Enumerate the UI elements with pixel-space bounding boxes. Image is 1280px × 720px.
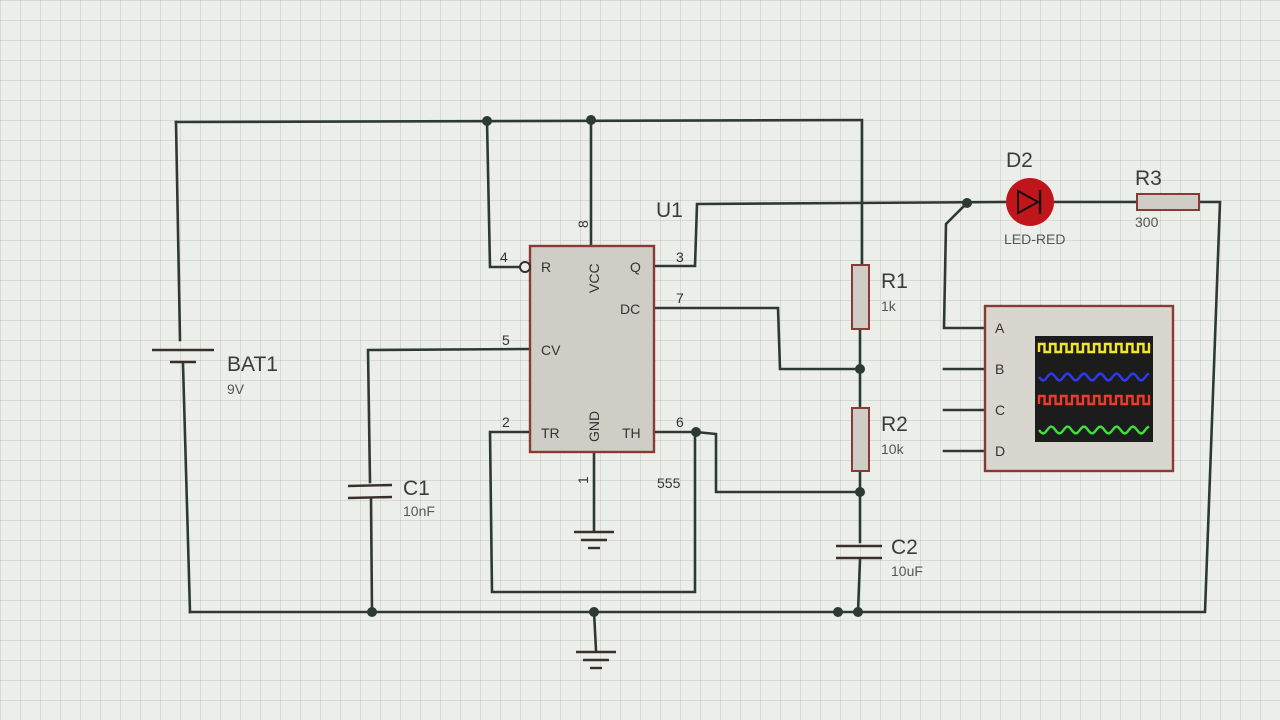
wires	[174, 118, 1222, 652]
chip-body[interactable]	[528, 244, 656, 454]
ground-symbol-bottom-icon	[576, 650, 616, 670]
wire-scope-a[interactable]	[942, 201, 987, 330]
r2-ref-label: R2	[881, 413, 908, 436]
scope-channel-b: B	[995, 361, 1004, 377]
pin-number-2: 2	[502, 414, 510, 430]
pin-label-cv: CV	[541, 342, 561, 358]
r3-ref-label: R3	[1135, 167, 1162, 190]
wire-ground-bottom[interactable]	[592, 610, 598, 652]
pin-number-7: 7	[676, 290, 684, 306]
c1-value-label: 10nF	[403, 503, 435, 519]
wire-left-bottom[interactable]	[181, 362, 192, 614]
chip-part-label: 555	[657, 475, 681, 491]
junction	[855, 487, 865, 497]
capacitor-c1[interactable]: C1 10nF	[347, 477, 435, 519]
junction	[962, 198, 972, 208]
c2-ref-label: C2	[891, 536, 918, 559]
scope-trace-a	[1037, 342, 1151, 354]
oscilloscope[interactable]: A B C D	[983, 304, 1175, 473]
r1-ref-label: R1	[881, 270, 908, 293]
pin-label-gnd: GND	[586, 411, 602, 442]
pin-label-th: TH	[622, 425, 641, 441]
junction	[589, 607, 599, 617]
d2-value-label: LED-RED	[1004, 231, 1065, 247]
wire-threshold[interactable]	[652, 430, 862, 494]
pin-number-6: 6	[676, 414, 684, 430]
r3-value-label: 300	[1135, 214, 1159, 230]
junction	[482, 116, 492, 126]
pin-number-3: 3	[676, 249, 684, 265]
wire-bottom-rail[interactable]	[188, 200, 1222, 614]
wire-output[interactable]	[652, 200, 1007, 268]
wire-c1-gnd[interactable]	[369, 496, 374, 614]
c2-value-label: 10uF	[891, 563, 923, 579]
led-glow[interactable]	[1006, 178, 1054, 226]
scope-channel-d: D	[995, 443, 1005, 459]
pin-number-8: 8	[575, 220, 591, 228]
r2-body[interactable]	[851, 407, 870, 472]
scope-channel-c: C	[995, 402, 1005, 418]
r1-body[interactable]	[851, 264, 870, 330]
capacitor-c2[interactable]: C2 10uF	[836, 536, 923, 579]
pin-label-dc: DC	[620, 301, 640, 317]
battery-bat1[interactable]: BAT1 9V	[152, 348, 278, 397]
battery-ref-label: BAT1	[227, 353, 278, 376]
scope-trace-c	[1037, 394, 1151, 406]
scope-trace-d	[1038, 425, 1150, 435]
junctions	[367, 115, 972, 617]
c1-ref-label: C1	[403, 477, 430, 500]
junction	[367, 607, 377, 617]
resistor-r1[interactable]: R1 1k	[851, 264, 908, 330]
wire-cv[interactable]	[366, 347, 532, 484]
pin-number-5: 5	[502, 332, 510, 348]
scope-traces	[1037, 342, 1151, 435]
pin-label-r: R	[541, 259, 551, 275]
wire-top-rail[interactable]	[174, 118, 864, 267]
wire-reset[interactable]	[485, 119, 524, 269]
resistor-r3[interactable]: R3 300	[1135, 167, 1200, 230]
junction	[586, 115, 596, 125]
wire-c2-gnd[interactable]	[856, 558, 862, 614]
battery-value-label: 9V	[227, 381, 245, 397]
c1-plate-bottom	[347, 495, 393, 500]
chip-555[interactable]: R Q DC CV TR TH VCC GND 4 8 3 7 5 2 1 6 …	[500, 199, 684, 491]
diode-triangle-icon	[1017, 189, 1041, 215]
pin-label-q: Q	[630, 259, 641, 275]
led-d2[interactable]: D2 LED-RED	[1004, 149, 1065, 247]
ground-symbol-chip-icon	[574, 530, 614, 550]
scope-trace-b	[1038, 372, 1150, 382]
d2-ref-label: D2	[1006, 149, 1033, 172]
scope-channel-a: A	[995, 320, 1005, 336]
junction	[853, 607, 863, 617]
pin-number-1: 1	[575, 476, 591, 484]
pin-label-vcc: VCC	[586, 263, 602, 293]
reset-inversion-bubble	[519, 261, 531, 273]
junction	[691, 427, 701, 437]
junction	[833, 607, 843, 617]
r2-value-label: 10k	[881, 441, 905, 457]
junction	[855, 364, 865, 374]
resistor-r2[interactable]: R2 10k	[851, 407, 908, 472]
pin-number-4: 4	[500, 249, 508, 265]
c1-plate-top	[347, 483, 393, 488]
oscilloscope-screen	[1035, 336, 1153, 442]
r3-body[interactable]	[1136, 193, 1200, 211]
wire-discharge[interactable]	[652, 306, 862, 371]
r1-value-label: 1k	[881, 298, 897, 314]
pin-label-tr: TR	[541, 425, 560, 441]
chip-ref-label: U1	[656, 199, 683, 222]
wire-trigger[interactable]	[488, 430, 697, 594]
wire-left-top[interactable]	[174, 120, 182, 342]
